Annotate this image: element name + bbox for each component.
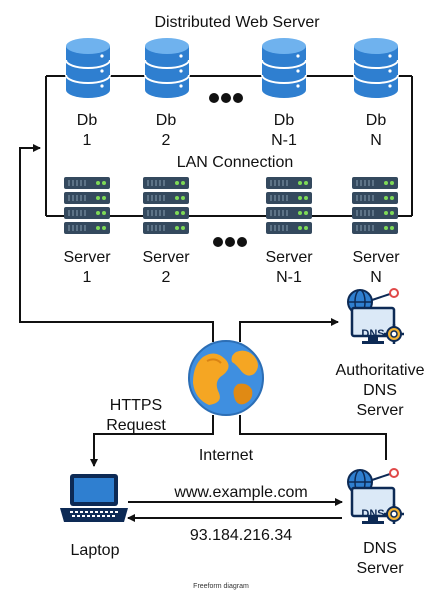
- connector-globe-to-auth-dns: [239, 318, 339, 342]
- lan-connection-label: LAN Connection: [177, 154, 294, 171]
- footer-caption: Freeform diagram: [193, 583, 249, 590]
- server-icon: [352, 177, 398, 234]
- server-icon: [143, 177, 189, 234]
- dns-icon-label: DNS: [361, 328, 384, 340]
- ellipsis-dots-top: [209, 93, 243, 103]
- auth-dns-label: Server: [356, 402, 404, 419]
- dns-server-label: DNS: [363, 540, 397, 557]
- server-label: N-1: [276, 269, 302, 286]
- dns-server-label: Server: [356, 560, 404, 577]
- database-icon: [144, 37, 190, 99]
- db-label: 2: [162, 132, 171, 149]
- server-label: 1: [83, 269, 92, 286]
- internet-globe-icon: [188, 340, 264, 416]
- db-label: Db: [274, 112, 295, 129]
- internet-label: Internet: [199, 447, 254, 464]
- db-label: Db: [77, 112, 98, 129]
- server-label: Server: [352, 249, 400, 266]
- server-label: 2: [162, 269, 171, 286]
- auth-dns-label: Authoritative: [336, 362, 425, 379]
- server-label: N: [370, 269, 382, 286]
- db-label: 1: [83, 132, 92, 149]
- server-label: Server: [63, 249, 111, 266]
- database-icon: [65, 37, 111, 99]
- server-icon: [64, 177, 110, 234]
- connector-globe-to-webserver: [19, 144, 214, 342]
- https-request-label: Request: [106, 417, 166, 434]
- domain-label: www.example.com: [173, 484, 307, 501]
- laptop-label: Laptop: [71, 542, 120, 559]
- db-label: Db: [156, 112, 177, 129]
- ip-label: 93.184.216.34: [190, 527, 292, 544]
- server-icon: [266, 177, 312, 234]
- ellipsis-dots-bottom: [213, 237, 247, 247]
- connector-https-to-laptop: [90, 415, 214, 467]
- dns-icon-label: DNS: [361, 508, 384, 520]
- db-label: N-1: [271, 132, 297, 149]
- https-request-label: HTTPS: [110, 397, 162, 414]
- database-icon: [353, 37, 399, 99]
- server-label: Server: [142, 249, 190, 266]
- server-label: Server: [265, 249, 313, 266]
- diagram-title: Distributed Web Server: [154, 14, 320, 31]
- connector-globe-to-dns: [239, 415, 387, 460]
- db-label: N: [370, 132, 382, 149]
- db-label: Db: [366, 112, 387, 129]
- database-icon: [261, 37, 307, 99]
- laptop-icon: [60, 474, 128, 522]
- auth-dns-label: DNS: [363, 382, 397, 399]
